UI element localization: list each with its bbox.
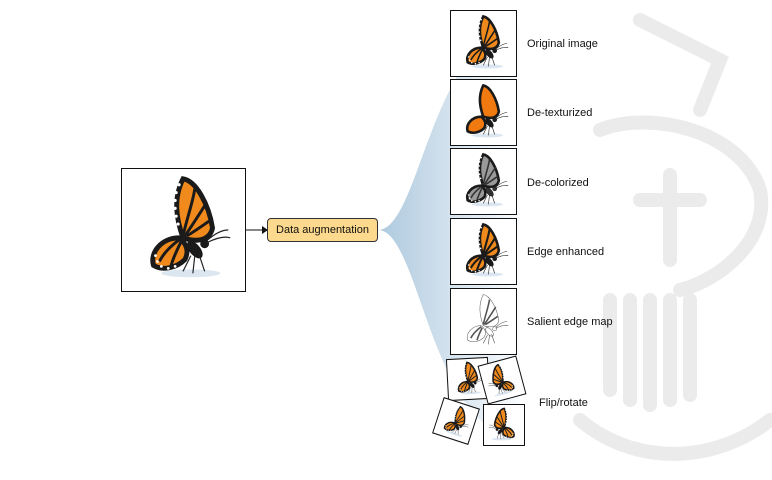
label-edge-enhanced: Edge enhanced	[527, 246, 605, 258]
input-image	[121, 168, 246, 292]
label-original: Original image	[527, 38, 598, 50]
flip-tile-1	[445, 356, 491, 402]
output-original	[450, 10, 517, 77]
arrow-head	[262, 226, 268, 234]
output-detexturized	[450, 79, 517, 146]
label-salient-edge: Salient edge map	[527, 316, 613, 328]
output-salient-edge	[450, 288, 517, 355]
flip-tile-4	[483, 404, 525, 446]
butterfly-large	[150, 176, 231, 278]
output-decolorized	[450, 148, 517, 215]
data-augmentation-node: Data augmentation	[267, 218, 378, 242]
flip-tile-2	[477, 355, 527, 405]
label-flip-rotate: Flip/rotate	[539, 397, 588, 409]
output-edge-enhanced	[450, 218, 517, 285]
label-detexturized: De-texturized	[527, 107, 593, 119]
label-decolorized: De-colorized	[527, 177, 589, 189]
flip-tile-3	[432, 397, 480, 445]
